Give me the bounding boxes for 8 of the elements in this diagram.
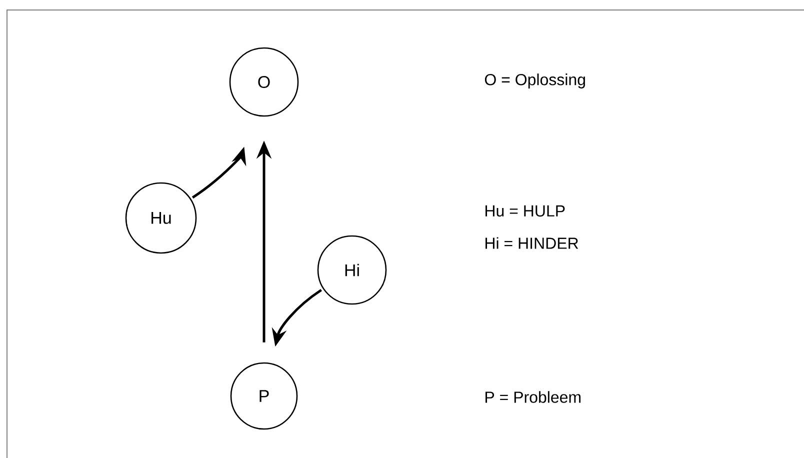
circle-node: Hi	[317, 235, 387, 305]
circle-node: P	[230, 362, 298, 430]
legend-text: O = Oplossing	[484, 74, 585, 88]
circle-node: Hu	[125, 182, 197, 254]
legend-text: P = Probleem	[486, 391, 580, 403]
legend-text: Hi = HINDER	[486, 237, 578, 249]
legend-text: Hu = HULP	[486, 205, 565, 217]
circle-node: O	[229, 47, 299, 117]
